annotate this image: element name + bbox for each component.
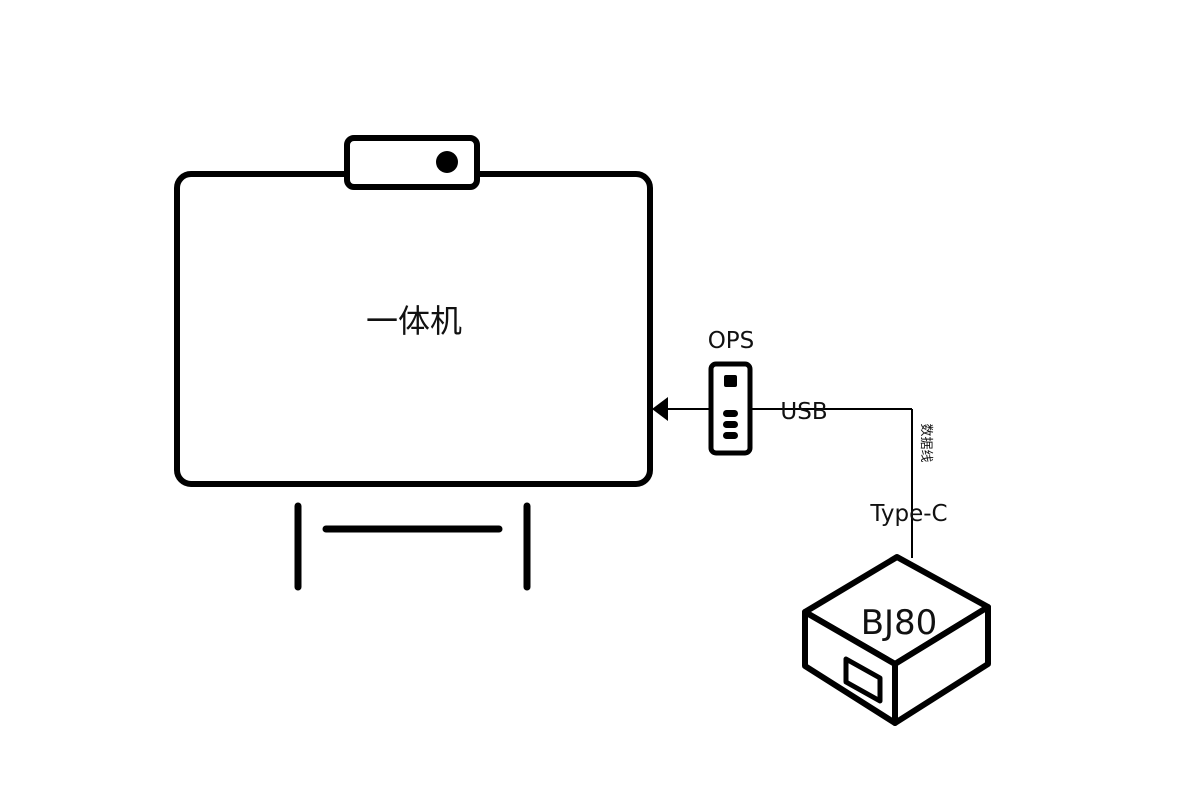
usb-cable (666, 408, 913, 558)
usb-label: USB (780, 399, 827, 425)
bj80-right-face (892, 604, 991, 726)
display-stand-icon (294, 502, 531, 591)
ops-module (708, 361, 753, 456)
bj80-device (802, 554, 991, 726)
interactive-display: 一体机 (174, 135, 653, 591)
ops-indicator-icon (723, 410, 738, 439)
bj80-port-icon (843, 656, 883, 704)
typec-label: Type-C (869, 501, 947, 527)
cable-label: 数据线 (918, 423, 933, 462)
ops-port-icon (724, 375, 737, 387)
ops-box (708, 361, 753, 456)
bj80-label: BJ80 (861, 603, 938, 643)
display-camera-icon (344, 135, 480, 190)
display-label: 一体机 (366, 302, 462, 340)
arrow-head-icon (652, 397, 668, 421)
ops-label: OPS (708, 328, 755, 354)
